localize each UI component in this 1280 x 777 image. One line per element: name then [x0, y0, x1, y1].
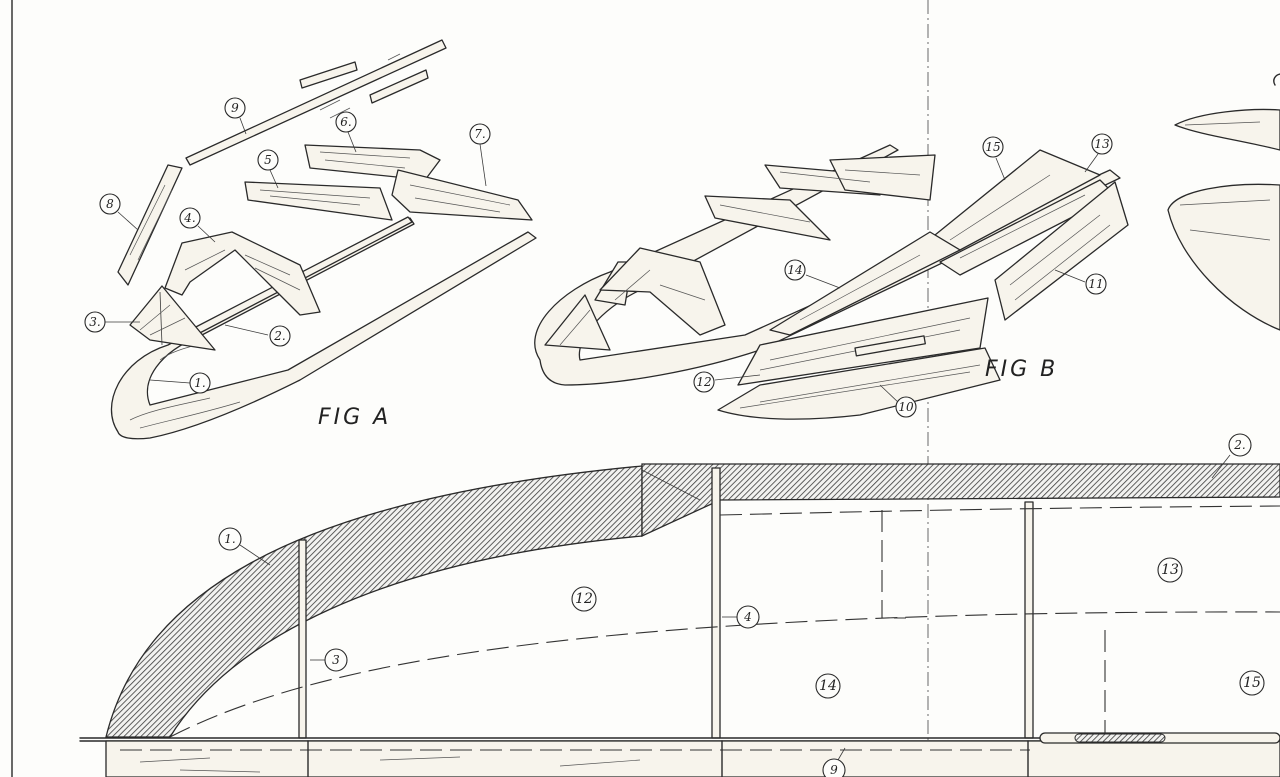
callout-3: 3.	[89, 315, 100, 329]
longeron-hatched	[641, 463, 1280, 538]
part-8-cockpit-side	[117, 164, 183, 286]
fig-a-label: FIG A	[318, 405, 391, 430]
callout-8: 8	[106, 197, 114, 211]
fig-b-label: FIG B	[985, 357, 1058, 382]
fig-b-callouts: 14 12 10 11 15 13	[693, 133, 1113, 418]
profile-label-2: 2.	[1233, 438, 1245, 452]
bottom-planking	[105, 740, 1280, 777]
callout-15: 15	[985, 140, 1000, 154]
callout-11: 11	[1088, 277, 1103, 291]
profile-label-15: 15	[1243, 675, 1261, 691]
part-9-deck-stringer	[185, 39, 447, 166]
fig-b-assembly	[534, 144, 1129, 420]
callout-6: 6.	[340, 115, 351, 129]
callout-10: 10	[898, 400, 914, 414]
side-slot	[854, 335, 926, 357]
callout-14: 14	[787, 263, 802, 277]
part-7-former	[391, 169, 533, 221]
profile-label-14: 14	[819, 678, 837, 694]
hull-side-profile	[79, 463, 1280, 777]
callout-9: 9	[231, 101, 239, 115]
profile-label-3: 3	[332, 653, 340, 667]
chine-line	[169, 611, 1280, 738]
callout-13: 13	[1094, 137, 1110, 151]
former-3	[298, 539, 307, 739]
callout-12: 12	[696, 375, 711, 389]
fig-a-exploded-view	[110, 39, 537, 440]
part-6-former	[304, 144, 441, 181]
profile-callouts: 1. 3 4 2. 9 12 14 13 15	[218, 433, 1265, 777]
former-5	[1024, 501, 1034, 739]
callout-1: 1.	[194, 376, 205, 390]
part-1-bottom-frame	[110, 217, 537, 440]
part-3-bow-former	[129, 285, 216, 351]
part-4-former	[164, 231, 321, 316]
profile-label-9: 9	[830, 763, 838, 777]
fig-a-callouts: 1. 2. 3. 4. 5 6. 7. 8 9	[84, 97, 491, 394]
callout-4: 4.	[183, 211, 195, 225]
small-strip-b	[369, 69, 429, 104]
loose-strips	[319, 53, 401, 119]
callout-5: 5	[264, 153, 272, 167]
small-strip-a	[299, 61, 358, 89]
profile-label-1: 1.	[224, 532, 235, 546]
profile-label-13: 13	[1161, 562, 1179, 578]
callout-2: 2.	[273, 329, 285, 343]
callout-7: 7.	[474, 127, 485, 141]
profile-label-4: 4	[743, 610, 752, 624]
deck-line	[719, 505, 1280, 516]
profile-label-12: 12	[575, 591, 593, 607]
former-4	[711, 467, 721, 739]
stem-piece-hatched	[105, 465, 643, 738]
fig-c-partial	[1167, 73, 1280, 331]
part-5-former	[244, 181, 393, 221]
